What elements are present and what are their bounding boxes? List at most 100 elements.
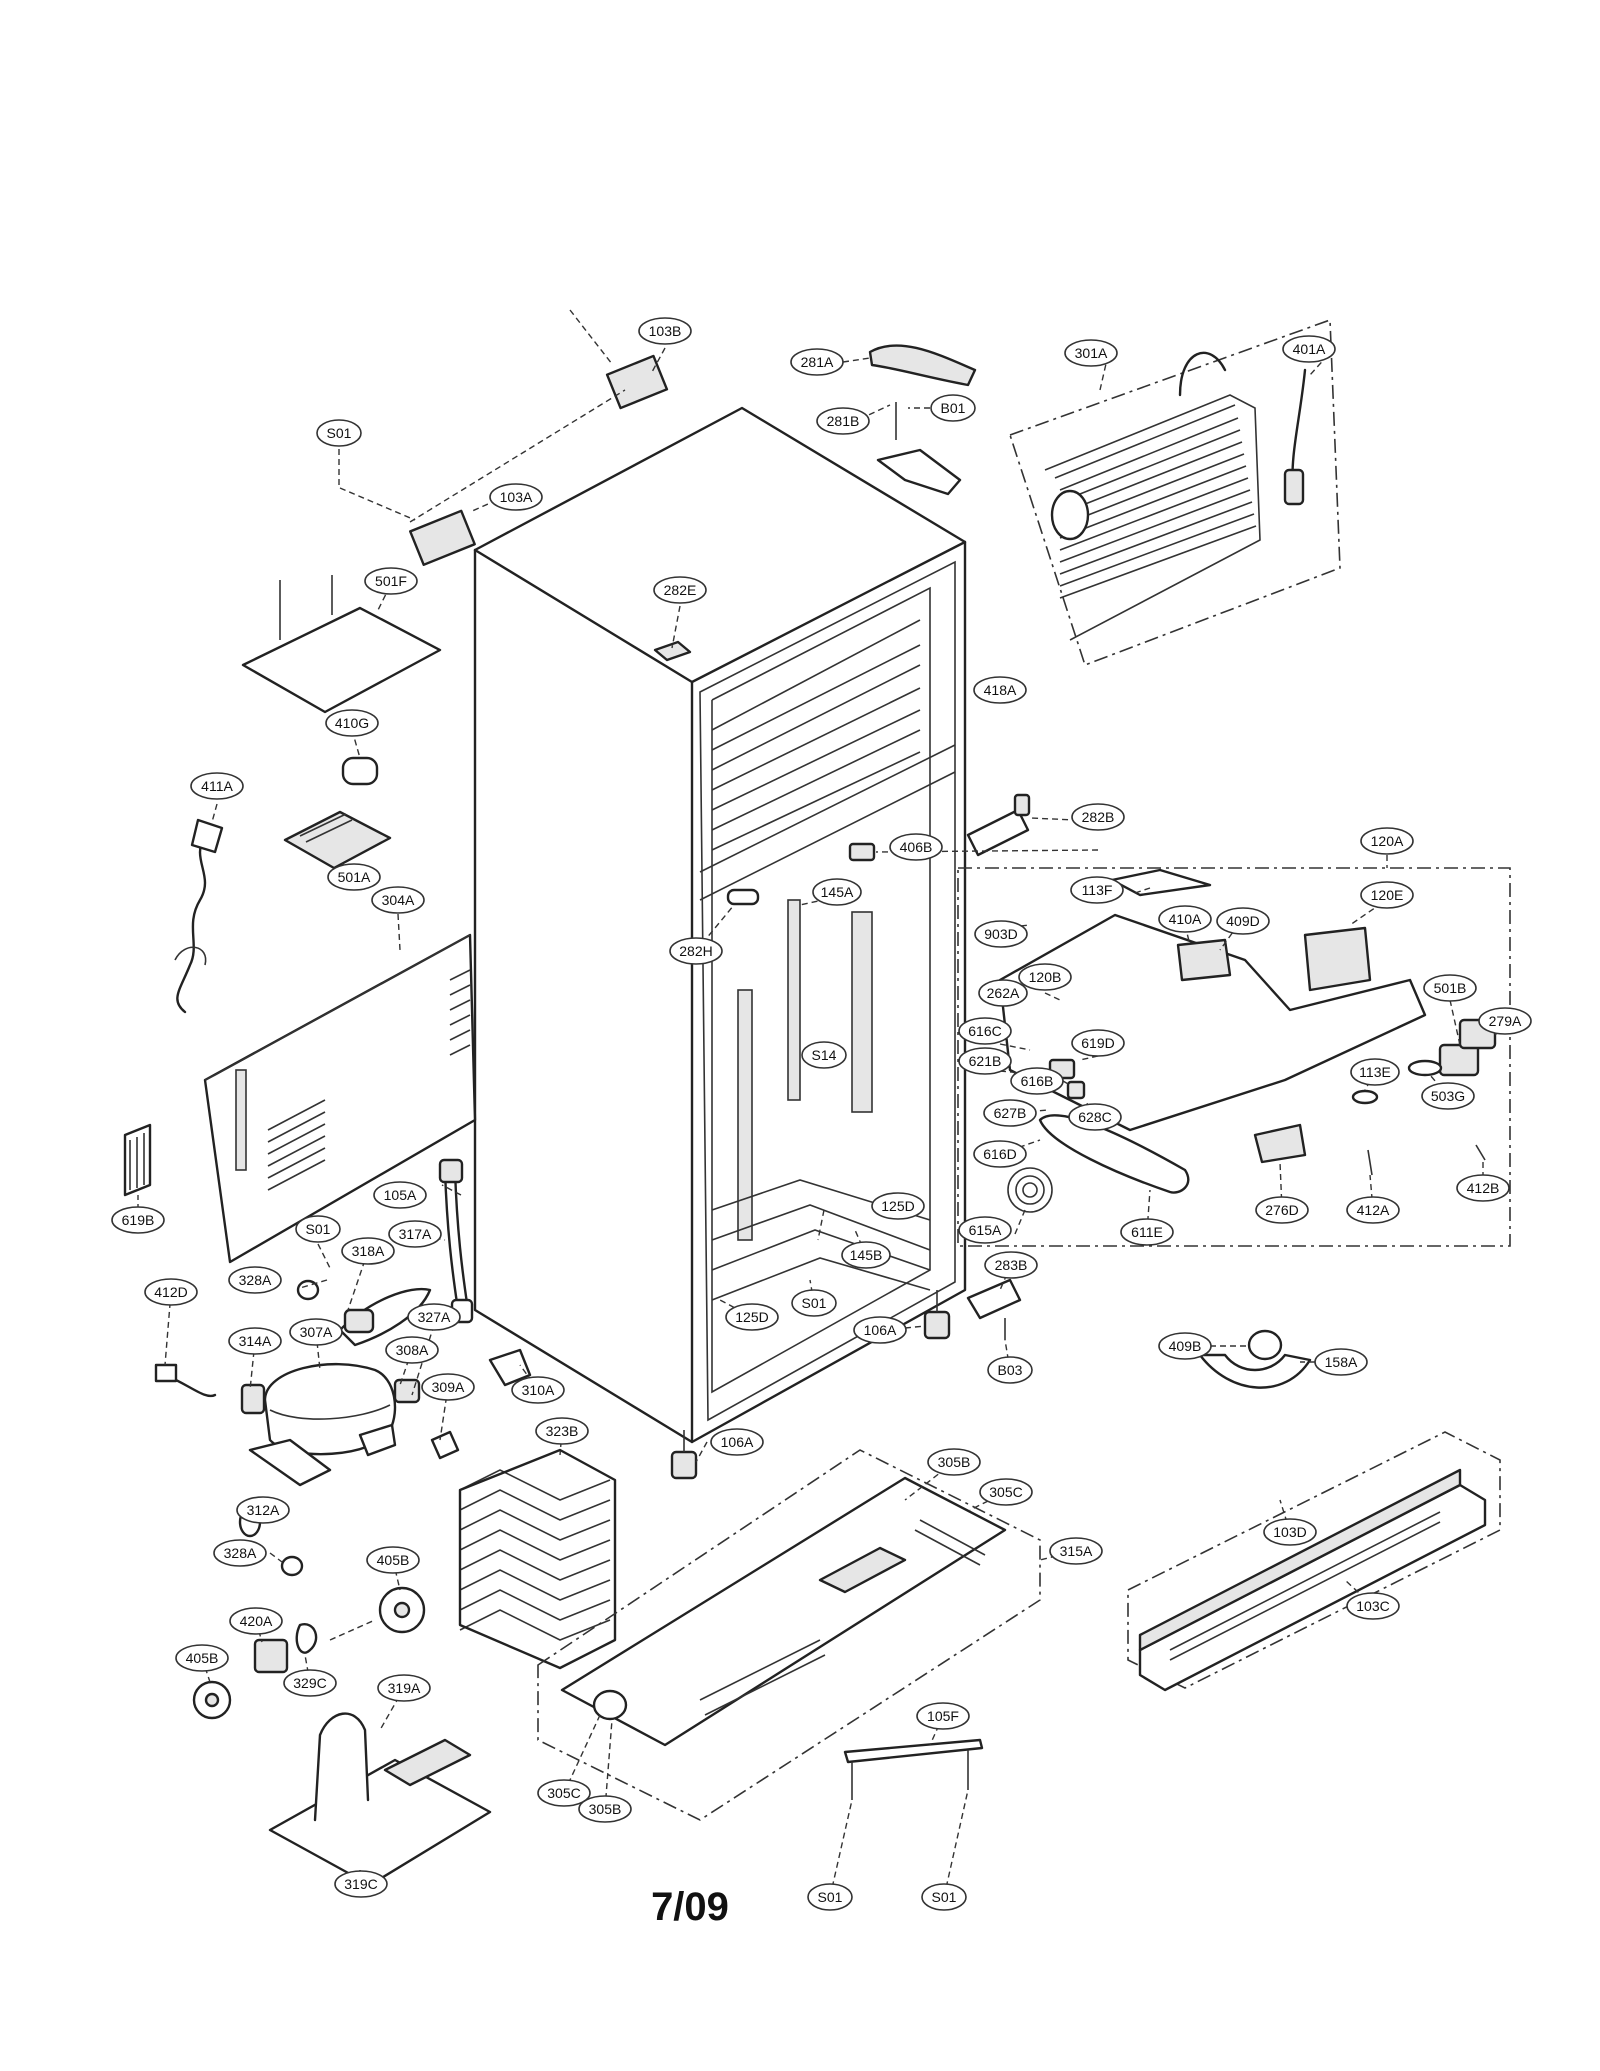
callout-305b-top: 305B [927,1448,981,1476]
callout-307a: 307A [289,1318,343,1346]
svg-text:282H: 282H [679,943,712,959]
condenser-fan [192,1586,426,1720]
callout-309a: 309A [421,1373,475,1401]
compressor [154,1279,397,1577]
callout-319c: 319C [334,1870,388,1898]
callout-120b: 120B [1018,963,1072,991]
callout-s14: S14 [801,1041,847,1069]
svg-text:418A: 418A [984,682,1017,698]
svg-text:305B: 305B [589,1801,622,1817]
svg-text:105A: 105A [384,1187,417,1203]
callout-276d: 276D [1255,1196,1309,1224]
svg-text:328A: 328A [239,1272,272,1288]
callout-103c: 103C [1346,1592,1400,1620]
callout-409b: 409B [1158,1332,1212,1360]
callout-410g: 410G [325,709,379,737]
svg-text:409D: 409D [1226,913,1259,929]
svg-text:317A: 317A [399,1226,432,1242]
svg-text:410A: 410A [1169,911,1202,927]
callout-113f: 113F [1070,876,1124,904]
callout-406b: 406B [889,833,943,861]
callout-310a: 310A [511,1376,565,1404]
base-plate [537,1449,1041,1821]
callout-318a: 318A [341,1237,395,1265]
svg-text:120E: 120E [1371,887,1404,903]
svg-text:308A: 308A [396,1342,429,1358]
svg-text:903D: 903D [984,926,1017,942]
callout-501f: 501F [364,567,418,595]
callout-282e: 282E [653,576,707,604]
callout-503g: 503G [1421,1082,1475,1110]
svg-text:412B: 412B [1467,1180,1500,1196]
svg-text:304A: 304A [382,892,415,908]
svg-text:125D: 125D [735,1309,768,1325]
callout-120a: 120A [1360,827,1414,855]
svg-text:319A: 319A [388,1680,421,1696]
svg-text:501F: 501F [375,573,407,589]
svg-text:310A: 310A [522,1382,555,1398]
callout-301a: 301A [1064,339,1118,367]
callout-103d: 103D [1263,1518,1317,1546]
svg-text:103D: 103D [1273,1524,1306,1540]
svg-text:262A: 262A [987,985,1020,1001]
machine-compartment-cover [203,933,477,1264]
callout-319a: 319A [377,1674,431,1702]
svg-text:281A: 281A [801,354,834,370]
svg-text:281B: 281B [827,413,860,429]
callout-s01-left-bottom: S01 [807,1883,853,1911]
lamp-cover [1198,1329,1312,1389]
svg-text:305C: 305C [989,1484,1022,1500]
svg-text:628C: 628C [1078,1109,1111,1125]
svg-text:312A: 312A [247,1502,280,1518]
callout-412a: 412A [1346,1196,1400,1224]
callout-145b: 145B [841,1241,891,1269]
svg-text:113F: 113F [1082,882,1113,898]
callout-158a: 158A [1314,1348,1368,1376]
rear-brackets [339,309,669,567]
svg-text:409B: 409B [1169,1338,1202,1354]
svg-text:315A: 315A [1060,1543,1093,1559]
callout-105a: 105A [373,1181,427,1209]
callout-305b-bottom: 305B [578,1795,632,1823]
callout-b01: B01 [930,394,976,422]
callout-314a: 314A [228,1327,282,1355]
base-grille [1127,1431,1501,1692]
callout-315a: 315A [1049,1537,1103,1565]
callout-628c: 628C [1068,1103,1122,1131]
svg-text:412D: 412D [154,1284,187,1300]
callout-501a: 501A [327,863,381,891]
svg-text:103A: 103A [500,489,533,505]
power-cord [174,818,224,1014]
svg-text:282E: 282E [664,582,697,598]
svg-text:412A: 412A [1357,1202,1390,1218]
leveling-feet [670,1290,951,1480]
callout-b03: B03 [987,1356,1033,1384]
drain-pan [268,1712,492,1887]
svg-text:401A: 401A [1293,341,1326,357]
svg-text:105F: 105F [927,1708,959,1724]
control-cover [241,575,442,870]
callout-327a: 327A [407,1303,461,1331]
svg-text:S01: S01 [306,1221,331,1237]
svg-text:619B: 619B [122,1212,155,1228]
svg-text:145B: 145B [850,1247,883,1263]
callout-106a-right: 106A [853,1316,907,1344]
callout-412d: 412D [144,1278,198,1306]
callout-125d-upper: 125D [871,1192,925,1220]
svg-text:S01: S01 [932,1889,957,1905]
svg-text:328A: 328A [224,1545,257,1561]
drain-hose [438,1158,474,1324]
svg-text:405B: 405B [186,1650,219,1666]
svg-text:329C: 329C [293,1675,326,1691]
lower-hinge [966,1278,1022,1340]
callout-281a: 281A [790,348,844,376]
callout-501b: 501B [1423,974,1477,1002]
svg-text:621B: 621B [969,1053,1002,1069]
callout-328a-lower: 328A [213,1539,267,1567]
callout-105f: 105F [916,1702,970,1730]
callout-282h: 282H [669,937,723,965]
svg-text:113E: 113E [1359,1064,1391,1080]
callout-410a: 410A [1158,905,1212,933]
callout-619b: 619B [111,1206,165,1234]
svg-text:103C: 103C [1356,1598,1389,1614]
